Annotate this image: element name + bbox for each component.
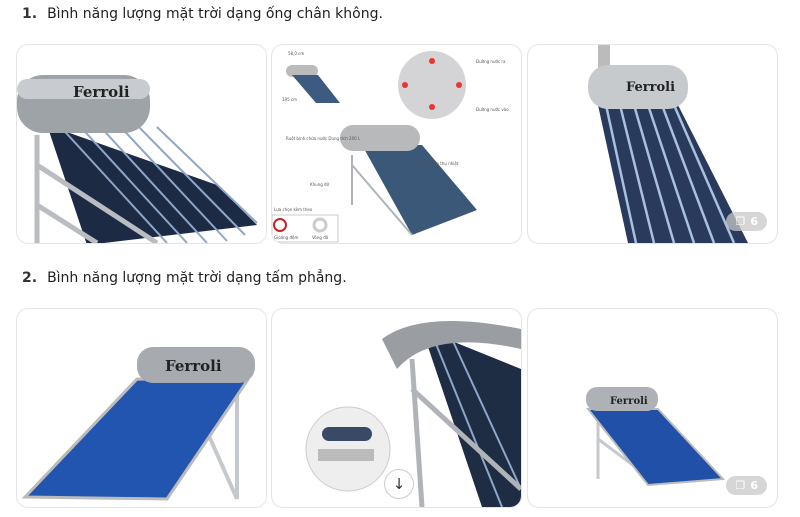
svg-text:Khung đỡ: Khung đỡ — [310, 182, 330, 187]
section-heading-2: 2. Bình năng lượng mặt trời dạng tấm phẳ… — [22, 270, 347, 286]
svg-text:Ferroli: Ferroli — [73, 83, 130, 101]
svg-text:Lựa chọn kèm theo: Lựa chọn kèm theo — [274, 207, 313, 212]
image-flat-panel-1[interactable]: Ferroli — [16, 308, 267, 508]
image-vacuum-tube-1[interactable]: Ferroli — [16, 44, 267, 244]
svg-text:Gioăng đệm: Gioăng đệm — [274, 235, 298, 240]
svg-text:58,0 cm: 58,0 cm — [288, 51, 304, 56]
images-icon: ❐ — [735, 479, 746, 492]
arrow-down-icon: ↓ — [392, 475, 406, 493]
svg-text:Ruột bình chứa nước Dung tích: Ruột bình chứa nước Dung tích 200 L — [286, 136, 361, 141]
svg-text:Vòng đỡ: Vòng đỡ — [312, 235, 329, 240]
svg-text:Đường nước vào: Đường nước vào — [476, 107, 509, 112]
image-flat-panel-2[interactable]: Ferroli ❐6 — [527, 308, 778, 508]
more-images-badge[interactable]: ❐6 — [726, 476, 767, 495]
svg-text:Ống hấp thụ nhiệt: Ống hấp thụ nhiệt — [422, 161, 459, 166]
images-icon: ❐ — [735, 215, 746, 228]
section-heading-1: 1. Bình năng lượng mặt trời dạng ống châ… — [22, 6, 383, 22]
svg-text:Ferroli: Ferroli — [165, 357, 222, 375]
svg-text:Ferroli: Ferroli — [610, 396, 648, 407]
svg-text:Đường nước ra: Đường nước ra — [476, 59, 506, 64]
image-vacuum-tube-diagram[interactable]: 58,0 cm 195 cm Đường nước ra Đường nước … — [271, 44, 522, 244]
image-flat-panel-detail[interactable]: ↓ — [271, 308, 522, 508]
svg-text:Ferroli: Ferroli — [626, 80, 675, 95]
download-button[interactable]: ↓ — [384, 469, 414, 499]
svg-text:195 cm: 195 cm — [282, 97, 297, 102]
image-vacuum-tube-2[interactable]: Ferroli ❐6 — [527, 44, 778, 244]
more-images-badge[interactable]: ❐6 — [726, 212, 767, 231]
